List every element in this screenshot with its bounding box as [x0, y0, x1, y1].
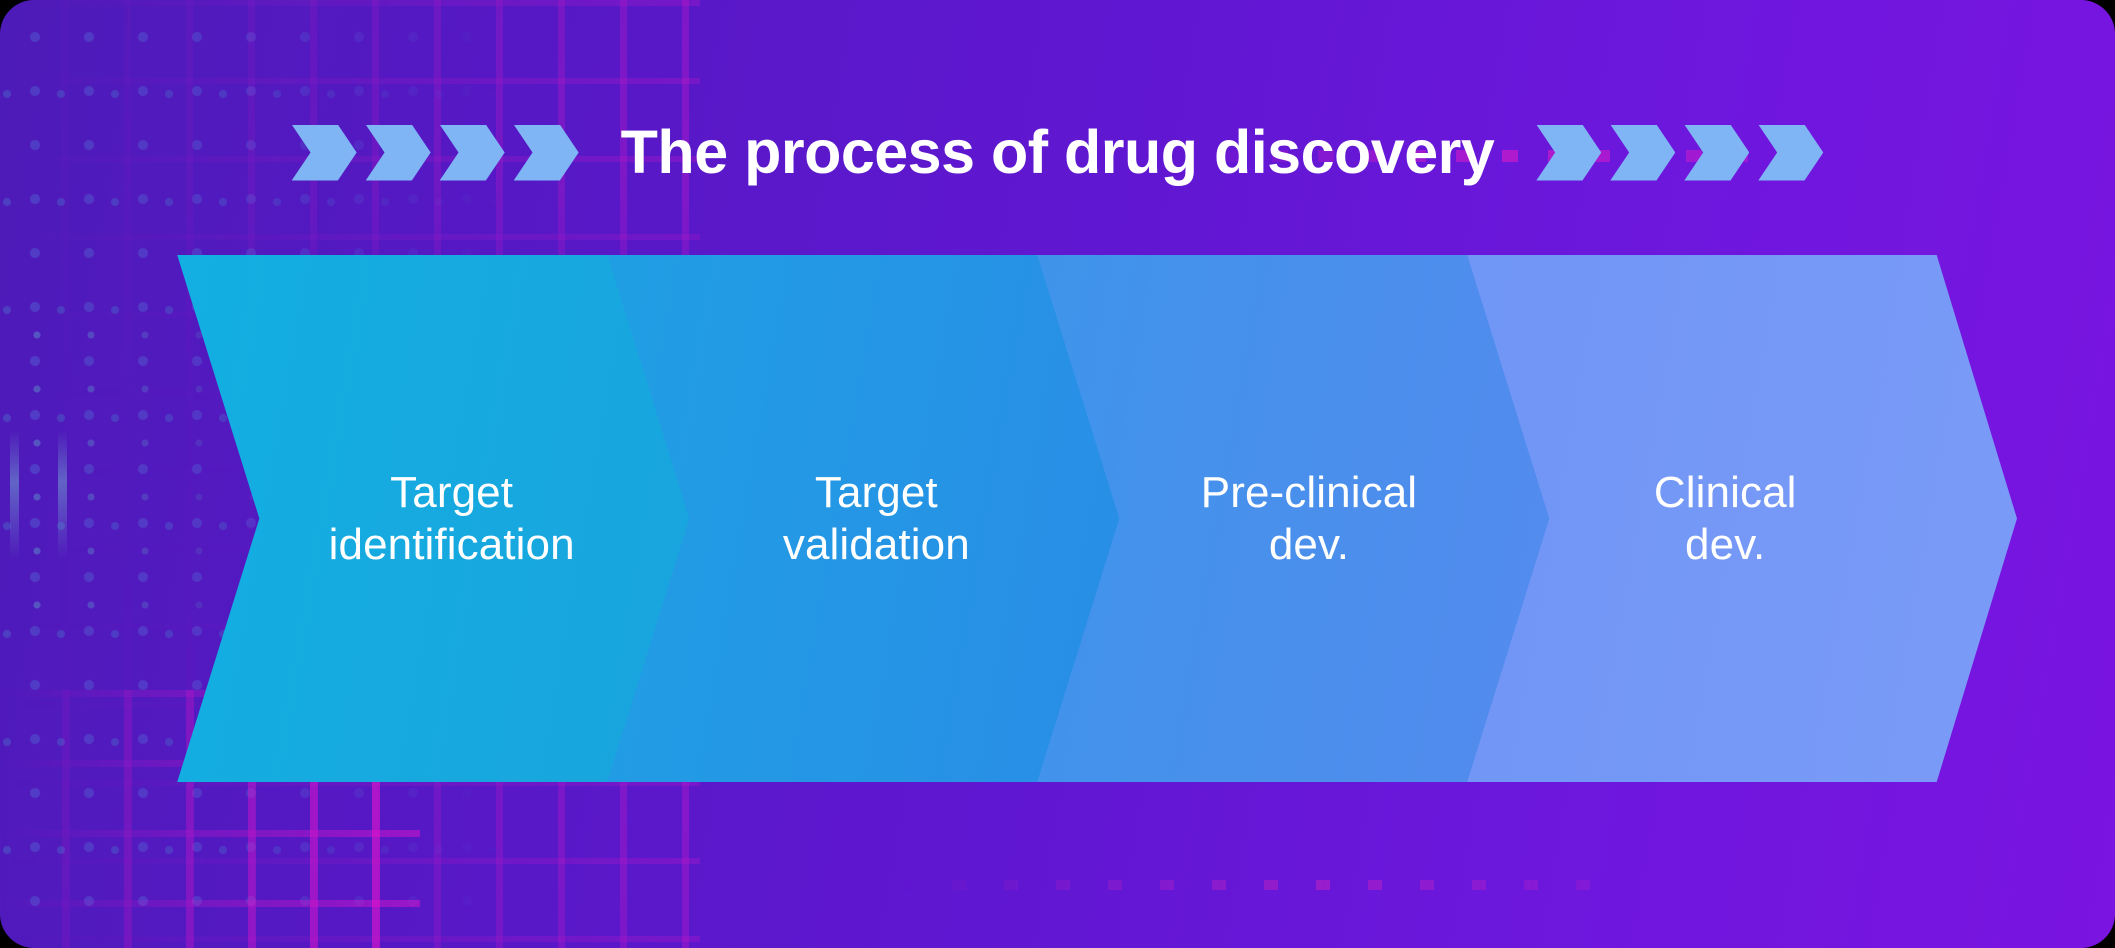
header-chevrons-right [1536, 124, 1824, 181]
background-dashes-bottom [900, 880, 1600, 890]
chevron-right-icon [513, 124, 579, 181]
chevron-right-icon [1536, 124, 1602, 181]
chevron-right-icon [291, 124, 357, 181]
process-stage-4[interactable]: Clinical dev. [1467, 255, 2017, 782]
header: The process of drug discovery [0, 110, 2115, 195]
chevron-right-icon [1610, 124, 1676, 181]
process-stage-3-label: Pre-clinical dev. [1200, 467, 1418, 569]
chevron-right-icon [439, 124, 505, 181]
chevron-right-icon [1684, 124, 1750, 181]
chevron-right-icon [365, 124, 431, 181]
process-stage-4-label: Clinical dev. [1653, 467, 1797, 569]
chevron-right-icon [1758, 124, 1824, 181]
process-stage-1-label: Target identification [328, 467, 575, 569]
header-chevrons-left [291, 124, 579, 181]
process-flow: Target identification Target validation … [0, 255, 2115, 782]
process-stage-2-label: Target validation [782, 467, 970, 569]
page-title: The process of drug discovery [620, 118, 1495, 186]
